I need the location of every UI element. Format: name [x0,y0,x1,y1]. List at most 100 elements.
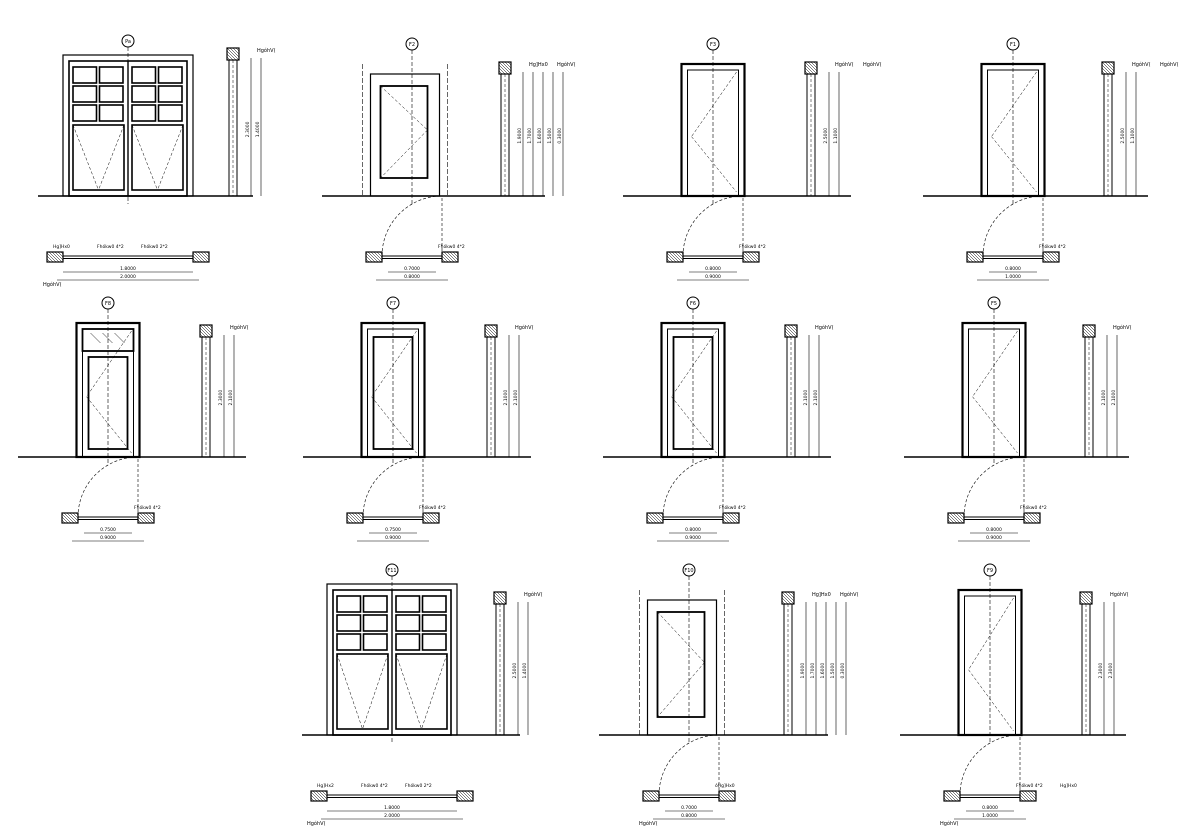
dimension-value: 2.5000 [512,663,518,679]
hatch-line [646,519,651,524]
glass-pane [336,614,362,632]
hatch-line [192,255,200,263]
door-leaf [964,595,1016,736]
section-head-hatch [1082,324,1096,338]
hatch-line [1082,324,1096,338]
level-label: Hg]Hx0 [812,592,831,598]
hatch-line [790,324,798,332]
door-tag: F6 [690,301,696,307]
hatch-line [945,790,957,802]
glass-pane [98,85,124,103]
door-tag-bubble: F6 [686,296,700,310]
hatch-line [455,251,459,255]
hatch-line [722,516,730,524]
door-tag: F8 [105,301,111,307]
hatch-line [1082,333,1087,338]
plan-note: Hg]Hx0 [1060,783,1077,789]
plan-wall-left [947,512,965,524]
hatch-line [781,591,795,605]
door-tag-bubble: F5 [987,296,1001,310]
hatch-line [1053,251,1060,258]
hatch-line [750,251,760,261]
hatch-line [235,47,240,52]
level-label: HgóhV( [557,61,576,68]
hatch-line [507,61,512,66]
dimension-value: 0.3000 [840,663,846,679]
hatch-line [427,512,439,524]
level-label: HgóhV( [639,820,658,827]
plan-note: Fhókw0 4*2 [419,504,446,511]
hatch-line [720,790,732,802]
hatch-line [496,591,507,602]
plan-wall-right [1023,512,1041,524]
door-panel [87,356,129,450]
dimension-value: 0.8000 [986,527,1002,533]
hatch-line [490,324,498,332]
glass-pane [72,104,98,122]
hatch-line [724,512,736,524]
hatch-line [458,790,470,802]
hatch-line [954,790,961,797]
door-tag: F1 [1010,42,1016,48]
hatch-line [48,251,60,263]
swing-line [371,396,417,454]
hatch-line [1088,324,1096,332]
hatch-line [810,61,818,69]
hatch-line [46,255,54,263]
hatch-line [464,790,474,800]
hatch-line [1042,255,1050,263]
bottom-panel [131,124,184,191]
level-label: HgóhV( [515,324,534,331]
hatch-line [422,513,433,524]
dimension-value: 0.9000 [385,535,401,541]
hatch-line [436,512,440,516]
hatch-line [1101,64,1112,75]
hatch-line [357,512,364,519]
hatch-line [54,251,64,261]
hatch-line [732,790,736,794]
dimension-value: 2.0000 [120,274,136,280]
glass-pane [336,595,362,613]
hatch-line [422,516,430,524]
dimension-value: 0.3000 [557,128,563,144]
plan-wall-left [666,251,684,263]
hatch-line [804,61,818,75]
hatch-line [373,251,383,261]
hatch-line [742,252,753,263]
hatch-line [148,512,155,519]
hatch-line [502,591,507,596]
dimension-value: 0.7500 [100,527,116,533]
door-tag-bubble: F10 [682,563,696,577]
level-label: Hg]Hx0 [529,62,548,68]
hatch-line [142,512,154,524]
hatch-line [648,512,660,524]
hatch-line [199,327,210,338]
section-head-hatch [493,591,507,605]
swing-line [131,124,158,191]
hatch-line [971,251,983,263]
hatch-line [365,255,373,263]
glass-pane [421,595,447,613]
swing-line [86,330,132,397]
hatch-line [430,512,440,522]
hatch-line [726,790,736,800]
plan-leaf [62,255,194,259]
hatch-line [197,251,209,263]
hatch-line [666,252,677,263]
hatch-line [205,324,213,332]
hatch-line [501,61,512,72]
plan-wall-left [346,512,364,524]
dimension-value: 0.8000 [1005,266,1021,272]
plan-note: Fhókw0 4*2 [1020,504,1047,511]
hatch-line [961,512,965,516]
hatch-line [226,53,234,61]
hatch-line [727,512,739,524]
hatch-line [1042,258,1047,263]
dimension-value: 2.1000 [813,390,819,406]
